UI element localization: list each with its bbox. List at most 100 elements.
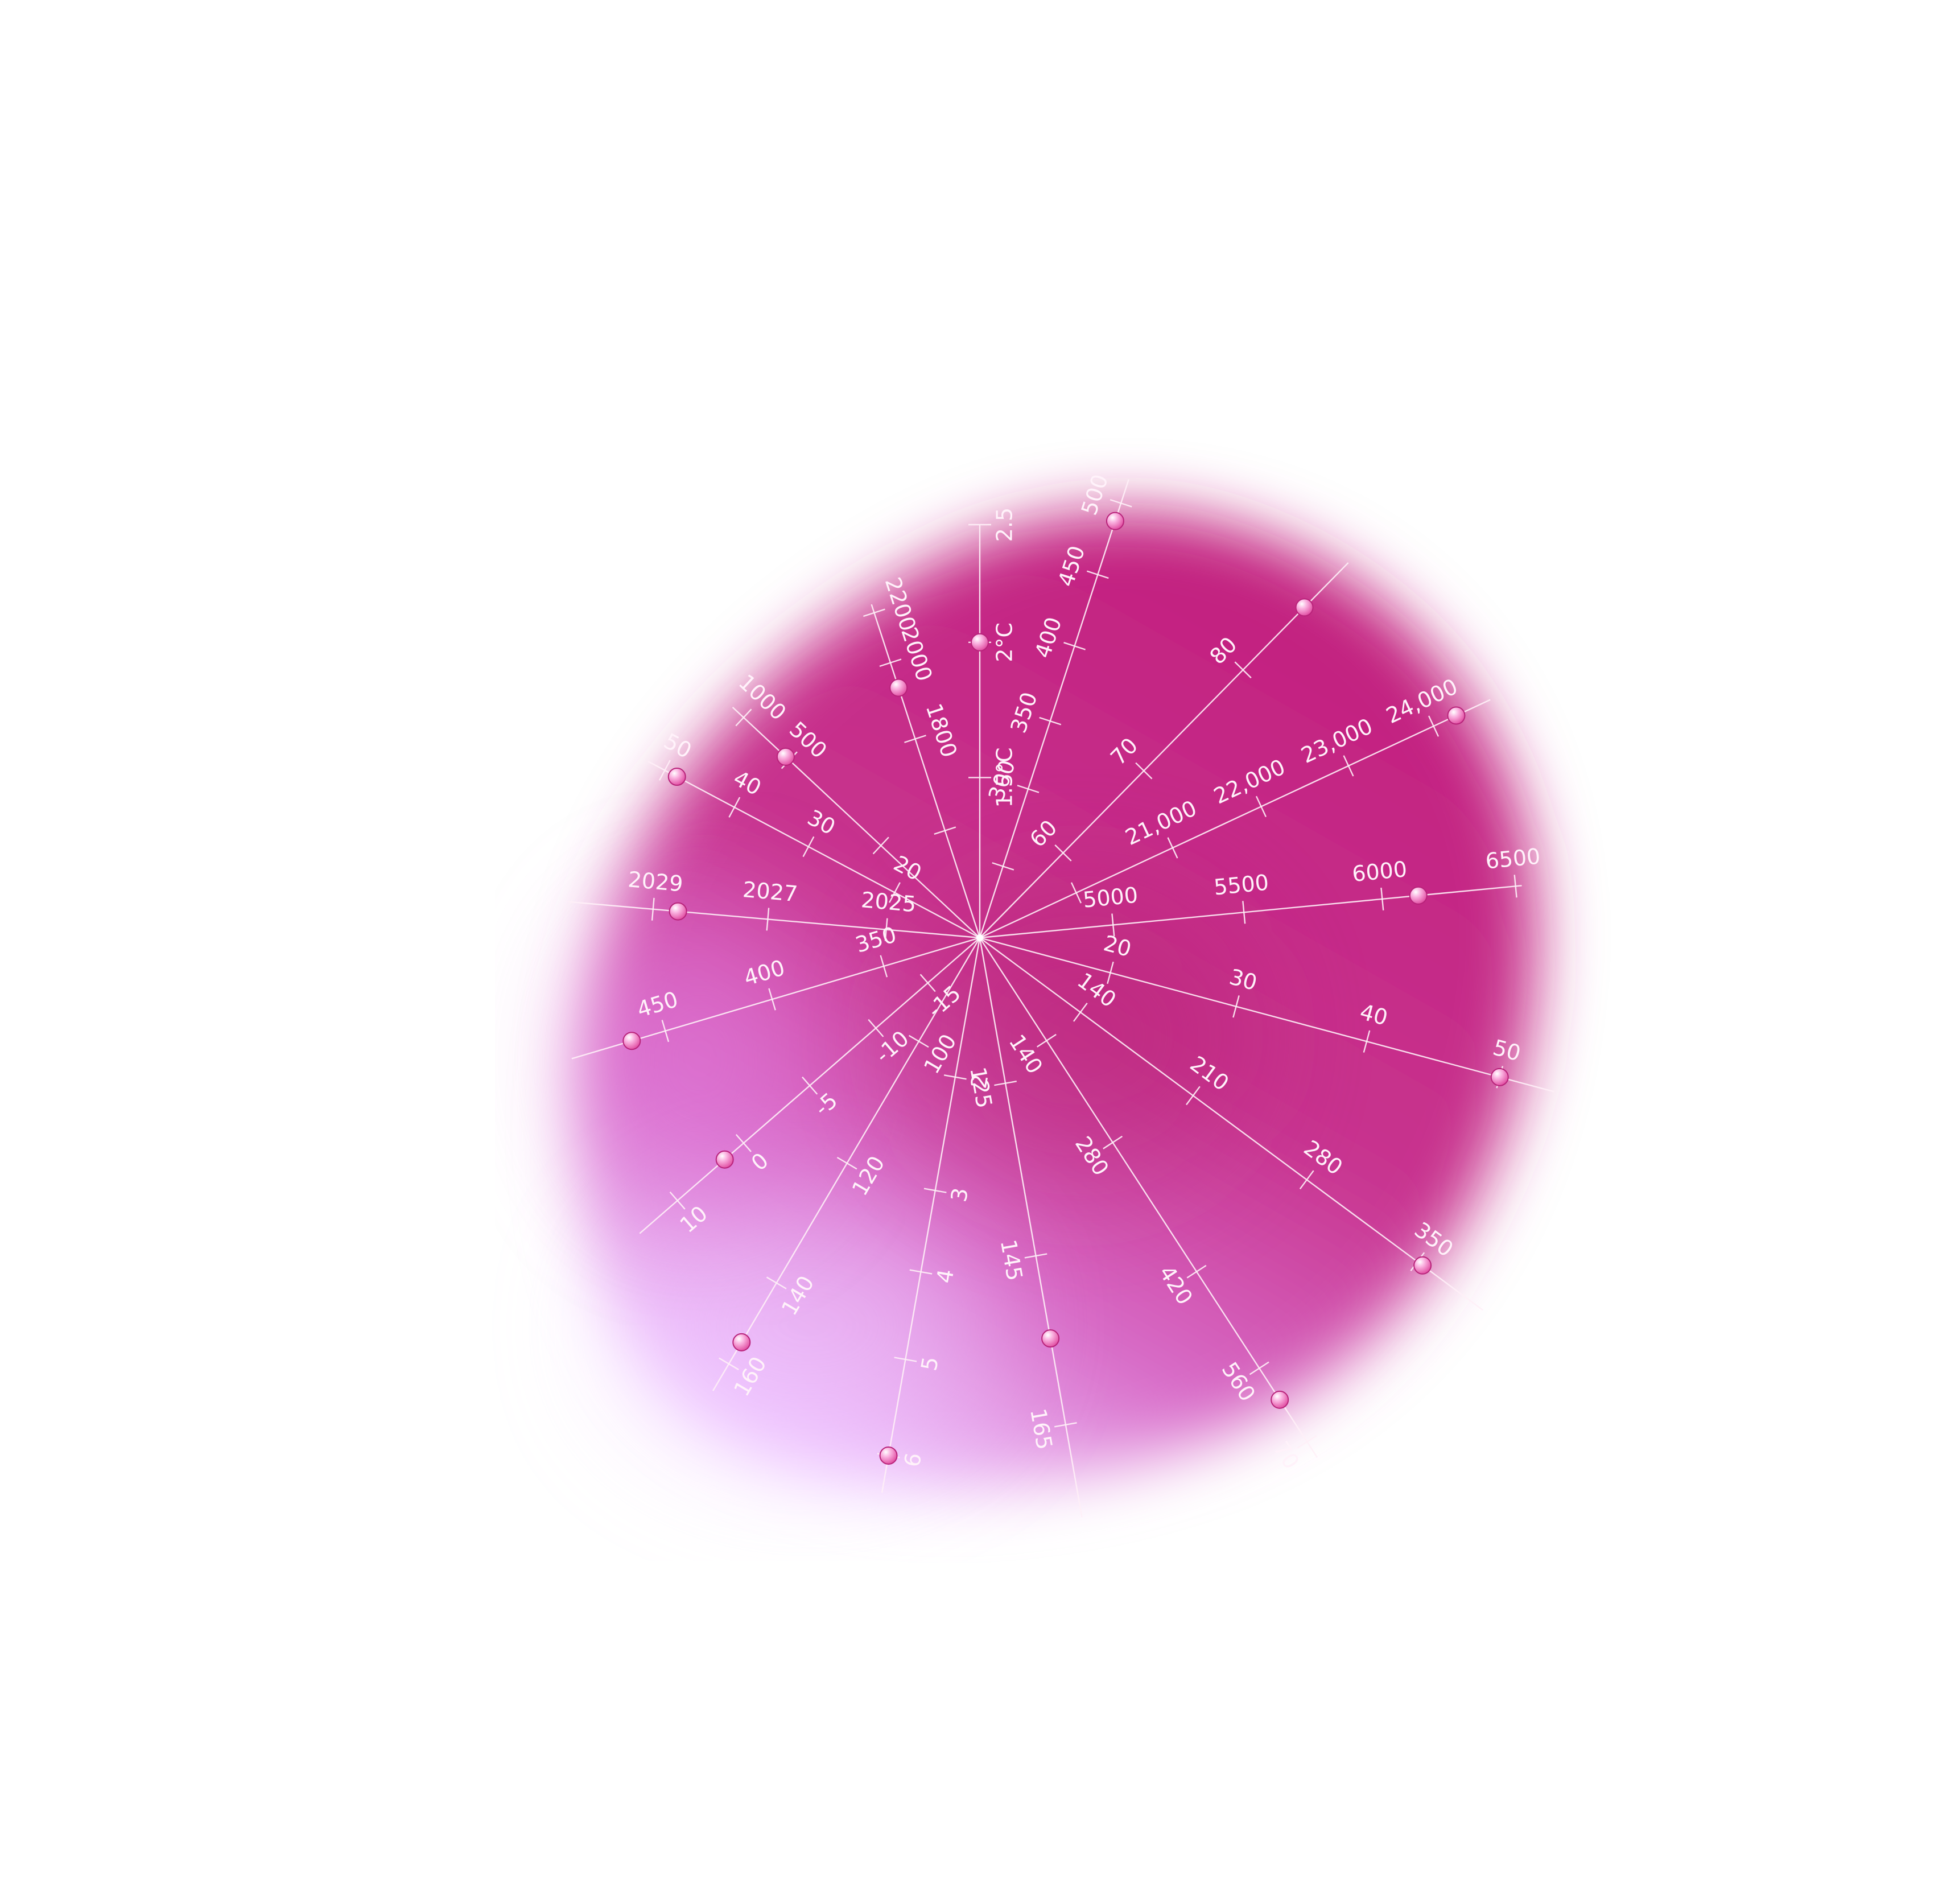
axis-right-value-marker[interactable] bbox=[1409, 886, 1428, 905]
axis-bottom-a-line bbox=[979, 937, 1083, 1518]
tick-mark bbox=[1024, 1253, 1047, 1259]
tick-mark bbox=[1017, 785, 1040, 793]
tick-mark bbox=[1255, 796, 1267, 818]
tick-mark bbox=[1186, 1086, 1201, 1106]
tick-label: 6500 bbox=[1484, 844, 1541, 874]
axis-top-right-b-value-marker[interactable] bbox=[1295, 598, 1314, 617]
tick-mark bbox=[1054, 1422, 1077, 1428]
tick-mark bbox=[836, 1156, 857, 1170]
axis-lower-right-b-value-marker[interactable] bbox=[1271, 1390, 1289, 1409]
tick-mark bbox=[879, 658, 902, 667]
tick-mark bbox=[719, 1357, 739, 1370]
tick-label: 2025 bbox=[860, 887, 917, 917]
tick-mark bbox=[1063, 642, 1086, 650]
tick-mark bbox=[1186, 1264, 1207, 1279]
axis-left-lower-value-marker[interactable] bbox=[622, 1032, 641, 1050]
axis-lower-right-a-line bbox=[979, 937, 1483, 1311]
axis-bottom-b-value-marker[interactable] bbox=[879, 1446, 898, 1465]
tick-mark bbox=[1110, 498, 1132, 508]
axis-top-value-marker[interactable] bbox=[971, 633, 989, 652]
tick-mark bbox=[735, 708, 752, 727]
tick-mark bbox=[894, 1357, 917, 1362]
tick-mark bbox=[766, 908, 770, 931]
tick-mark bbox=[1299, 1170, 1314, 1190]
tick-mark bbox=[1070, 882, 1082, 904]
tick-mark bbox=[923, 1188, 947, 1193]
tick-mark bbox=[802, 836, 815, 858]
tick-mark bbox=[934, 826, 956, 835]
axis-top-right-a-line bbox=[979, 479, 1129, 938]
tick-mark bbox=[880, 955, 888, 978]
tick-mark bbox=[909, 1269, 933, 1275]
tick-mark bbox=[1249, 1361, 1269, 1375]
axis-left-upper-value-marker[interactable] bbox=[667, 768, 686, 786]
tick-mark bbox=[1167, 837, 1178, 859]
tick-label: 5000 bbox=[1082, 883, 1139, 913]
tick-label: 5500 bbox=[1212, 869, 1269, 900]
tick-mark bbox=[1513, 875, 1517, 898]
tick-label: 500 bbox=[1077, 471, 1113, 518]
axis-bottom-a-value-marker[interactable] bbox=[1041, 1329, 1060, 1348]
tick-mark bbox=[868, 1019, 884, 1037]
tick-mark bbox=[658, 760, 671, 781]
tick-mark bbox=[992, 862, 1014, 871]
tick-mark bbox=[1107, 961, 1114, 984]
tick-mark bbox=[1380, 887, 1384, 910]
axis-top-right-a-value-marker[interactable] bbox=[1106, 512, 1124, 530]
axis-upper-left-b-value-marker[interactable] bbox=[889, 678, 908, 697]
tick-mark bbox=[651, 897, 655, 921]
axis-right-upper-line bbox=[979, 699, 1491, 939]
tick-mark bbox=[908, 1035, 929, 1048]
tick-mark bbox=[1039, 716, 1062, 726]
blob-lavender-glow bbox=[620, 1195, 996, 1457]
tick-label: 70 bbox=[1268, 1437, 1304, 1474]
axis-right-lower-line bbox=[979, 937, 1554, 1093]
tick-mark bbox=[1232, 995, 1240, 1018]
tick-label: 2°C bbox=[992, 623, 1017, 662]
axis-left: 2025 2027 2029 bbox=[568, 867, 980, 941]
tick-mark bbox=[1036, 1033, 1057, 1048]
axis-lower-right-a-value-marker[interactable] bbox=[1413, 1256, 1432, 1275]
axis-right-upper-value-marker[interactable] bbox=[1447, 706, 1466, 725]
tick-mark bbox=[661, 1020, 670, 1042]
axis-right-lower-value-marker[interactable] bbox=[1490, 1068, 1509, 1086]
markers-layer bbox=[622, 512, 1509, 1465]
axis-lower-left-a-line bbox=[712, 937, 981, 1391]
axis-lower-left-b-value-marker[interactable] bbox=[715, 1150, 734, 1169]
tick-mark bbox=[1343, 755, 1354, 777]
tick-mark bbox=[1086, 570, 1109, 579]
tick-mark bbox=[919, 974, 936, 992]
axis-upper-left-a-line bbox=[732, 707, 980, 938]
tick-mark bbox=[943, 1074, 967, 1080]
tick-mark bbox=[863, 608, 885, 617]
tick-mark bbox=[669, 1191, 686, 1210]
tick-label: 2027 bbox=[742, 877, 799, 906]
tick-label: 2.5 bbox=[992, 508, 1017, 542]
axis-left-value-marker[interactable] bbox=[669, 902, 687, 921]
axis-lower-right-b-line bbox=[979, 937, 1318, 1458]
axis-bottom-b-line bbox=[881, 937, 981, 1493]
tick-mark bbox=[888, 882, 901, 903]
tick-mark bbox=[994, 1081, 1017, 1086]
axis-upper-left-a-value-marker[interactable] bbox=[776, 747, 795, 766]
tick-mark bbox=[1103, 1135, 1123, 1149]
axis-left-line bbox=[568, 901, 980, 939]
tick-label: 6000 bbox=[1351, 856, 1408, 887]
tick-label: 2029 bbox=[627, 867, 684, 896]
center-hub bbox=[976, 934, 983, 941]
tick-mark bbox=[1297, 1435, 1317, 1449]
axis-lower-left-a-value-marker[interactable] bbox=[732, 1333, 751, 1351]
tick-mark bbox=[1073, 1003, 1088, 1022]
axis-right-line bbox=[979, 885, 1522, 939]
tick-mark bbox=[766, 1276, 787, 1289]
tick-mark bbox=[1242, 901, 1246, 924]
tick-label: 50 bbox=[659, 728, 695, 764]
tick-mark bbox=[884, 918, 888, 941]
axis-top-right-b-line bbox=[979, 562, 1349, 938]
tick-mark bbox=[735, 1134, 752, 1152]
tick-mark bbox=[904, 735, 926, 743]
tick-mark bbox=[1054, 844, 1072, 862]
